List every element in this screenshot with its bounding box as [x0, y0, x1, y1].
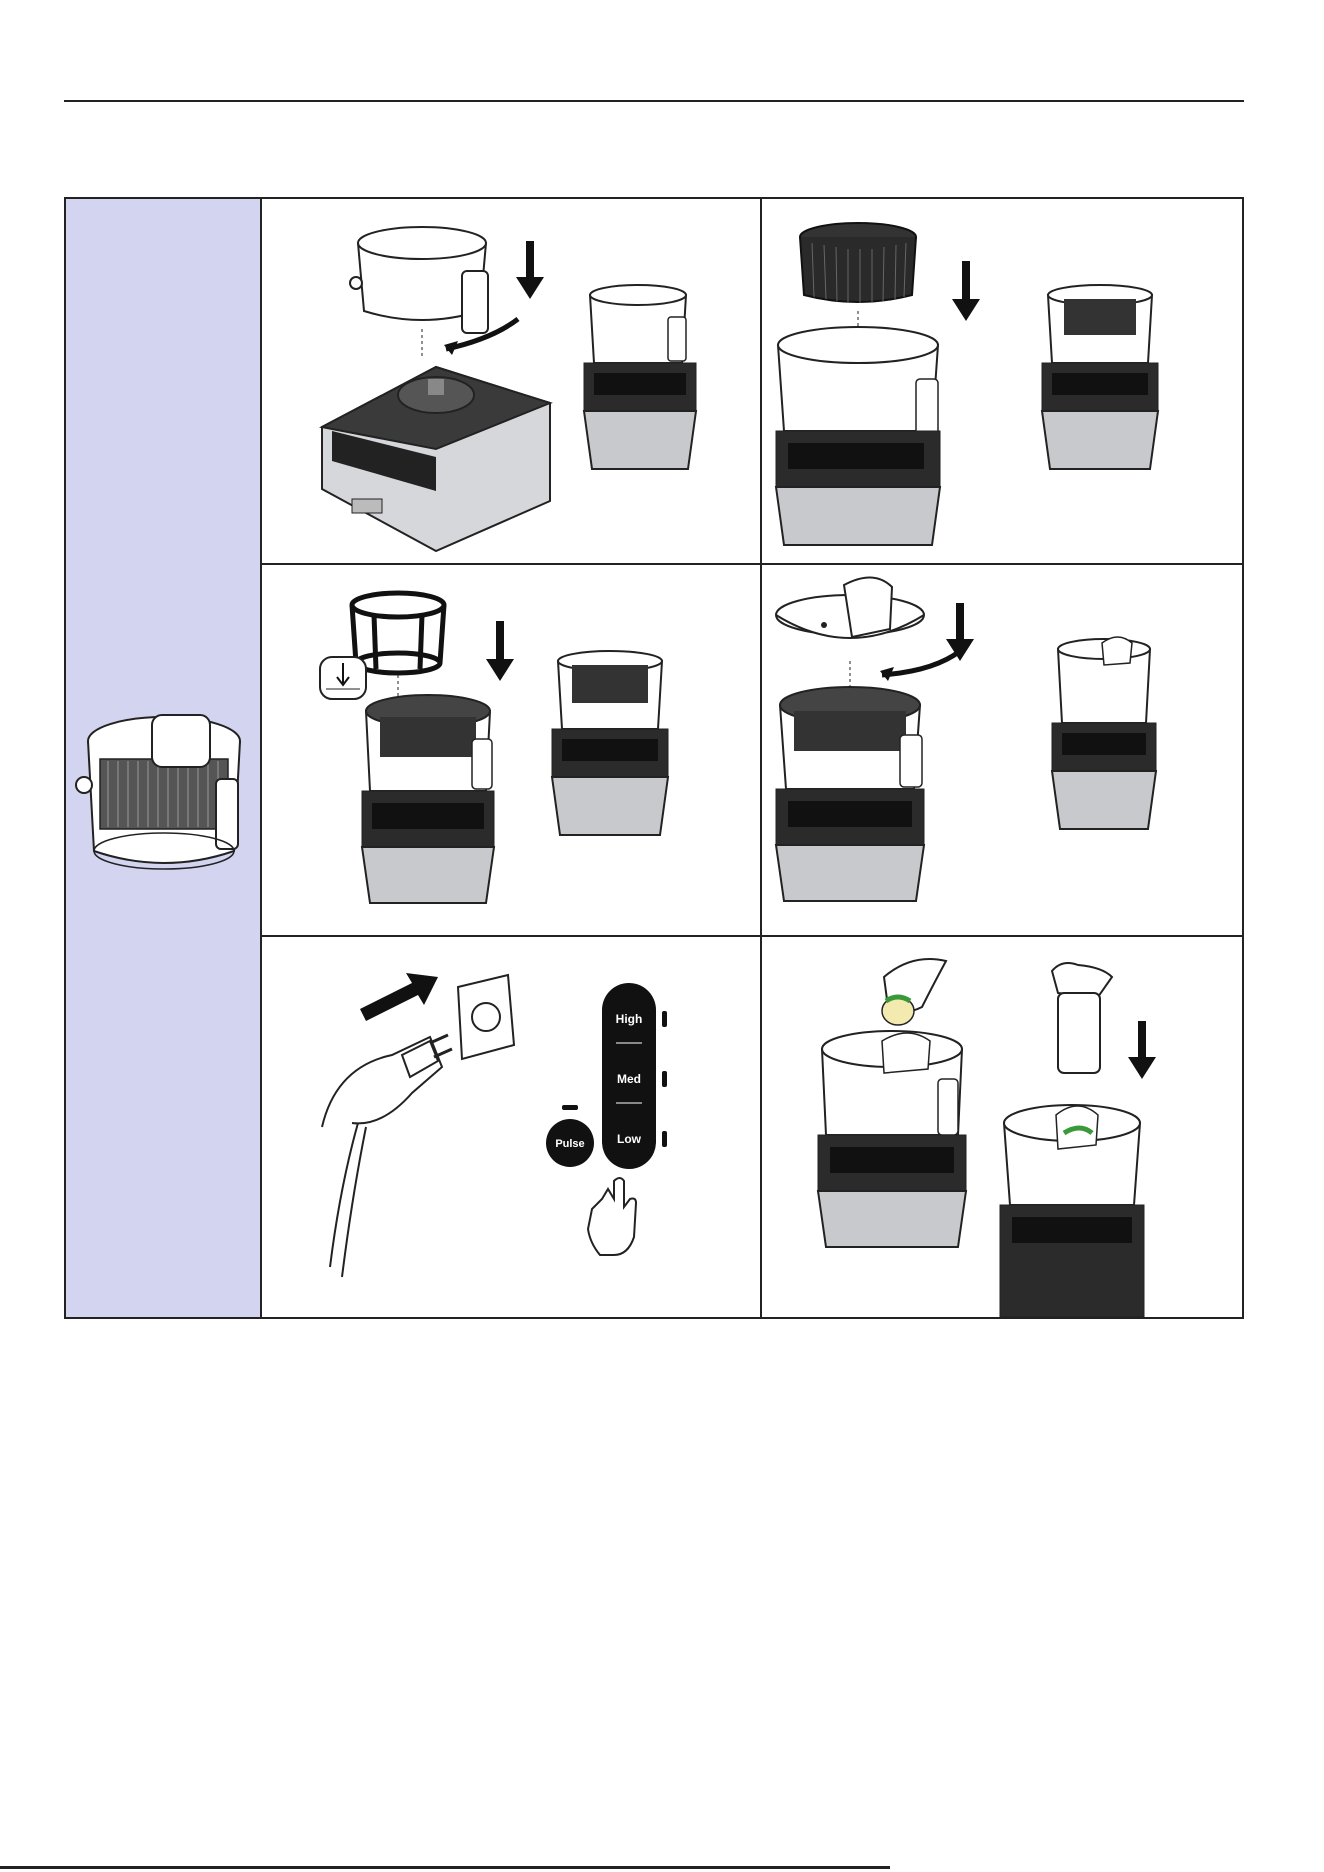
- assembled-unit-illustration: [1052, 637, 1156, 829]
- header-rule: [64, 100, 1244, 102]
- motor-base-illustration: [322, 367, 550, 551]
- speed-panel: High Med Low Pulse: [546, 983, 667, 1169]
- bowl-on-base-illustration: [776, 687, 924, 901]
- hand-with-fruit-illustration: [882, 959, 946, 1025]
- low-indicator-light: [662, 1131, 667, 1147]
- alignment-detail-icon: [320, 657, 366, 699]
- step-plug-in-and-select-speed: High Med Low Pulse: [262, 937, 760, 1317]
- pulse-label[interactable]: Pulse: [555, 1138, 584, 1150]
- high-indicator-light: [662, 1011, 667, 1027]
- footer-rule: [0, 1866, 890, 1869]
- juicer-with-lid-illustration: [818, 1031, 966, 1247]
- low-speed-label[interactable]: Low: [617, 1132, 642, 1146]
- juicer-being-filled-illustration: [1000, 1105, 1144, 1317]
- instruction-grid: High Med Low Pulse: [64, 197, 1244, 1319]
- bowl-lowering-illustration: [350, 227, 488, 333]
- down-arrow-icon: [486, 621, 514, 681]
- pulse-indicator-light: [562, 1105, 578, 1110]
- bowl-on-base-illustration: [776, 327, 940, 545]
- step-insert-strainer: [262, 565, 760, 935]
- filter-basket-illustration: [800, 223, 916, 303]
- hand-with-plug-illustration: [322, 1035, 452, 1277]
- step-attach-lid: [762, 565, 1244, 935]
- step-attach-filter-basket: [762, 199, 1244, 563]
- assembled-unit-illustration: [1042, 285, 1158, 469]
- hand-with-pusher-illustration: [1052, 963, 1112, 1073]
- bowl-on-base-illustration: [362, 695, 494, 903]
- med-indicator-light: [662, 1071, 667, 1087]
- plug-in-arrow-icon: [360, 973, 438, 1021]
- step-attach-bowl: [262, 199, 760, 563]
- assembled-unit-illustration: [552, 651, 668, 835]
- down-arrow-icon: [1128, 1021, 1156, 1079]
- finger-press-icon: [588, 1178, 636, 1255]
- down-arrow-icon: [952, 261, 980, 321]
- assembled-unit-illustration: [584, 285, 696, 469]
- juicer-accessory-illustration: [66, 199, 262, 1319]
- twist-arrow-icon: [882, 651, 960, 675]
- down-arrow-icon: [516, 241, 544, 299]
- accessory-panel: [66, 199, 262, 1317]
- step-add-fruit: [762, 937, 1244, 1317]
- wall-socket-illustration: [458, 975, 514, 1059]
- strainer-frame-illustration: [352, 593, 444, 673]
- med-speed-label[interactable]: Med: [617, 1072, 641, 1086]
- lid-illustration: [776, 577, 924, 638]
- high-speed-label[interactable]: High: [616, 1012, 643, 1026]
